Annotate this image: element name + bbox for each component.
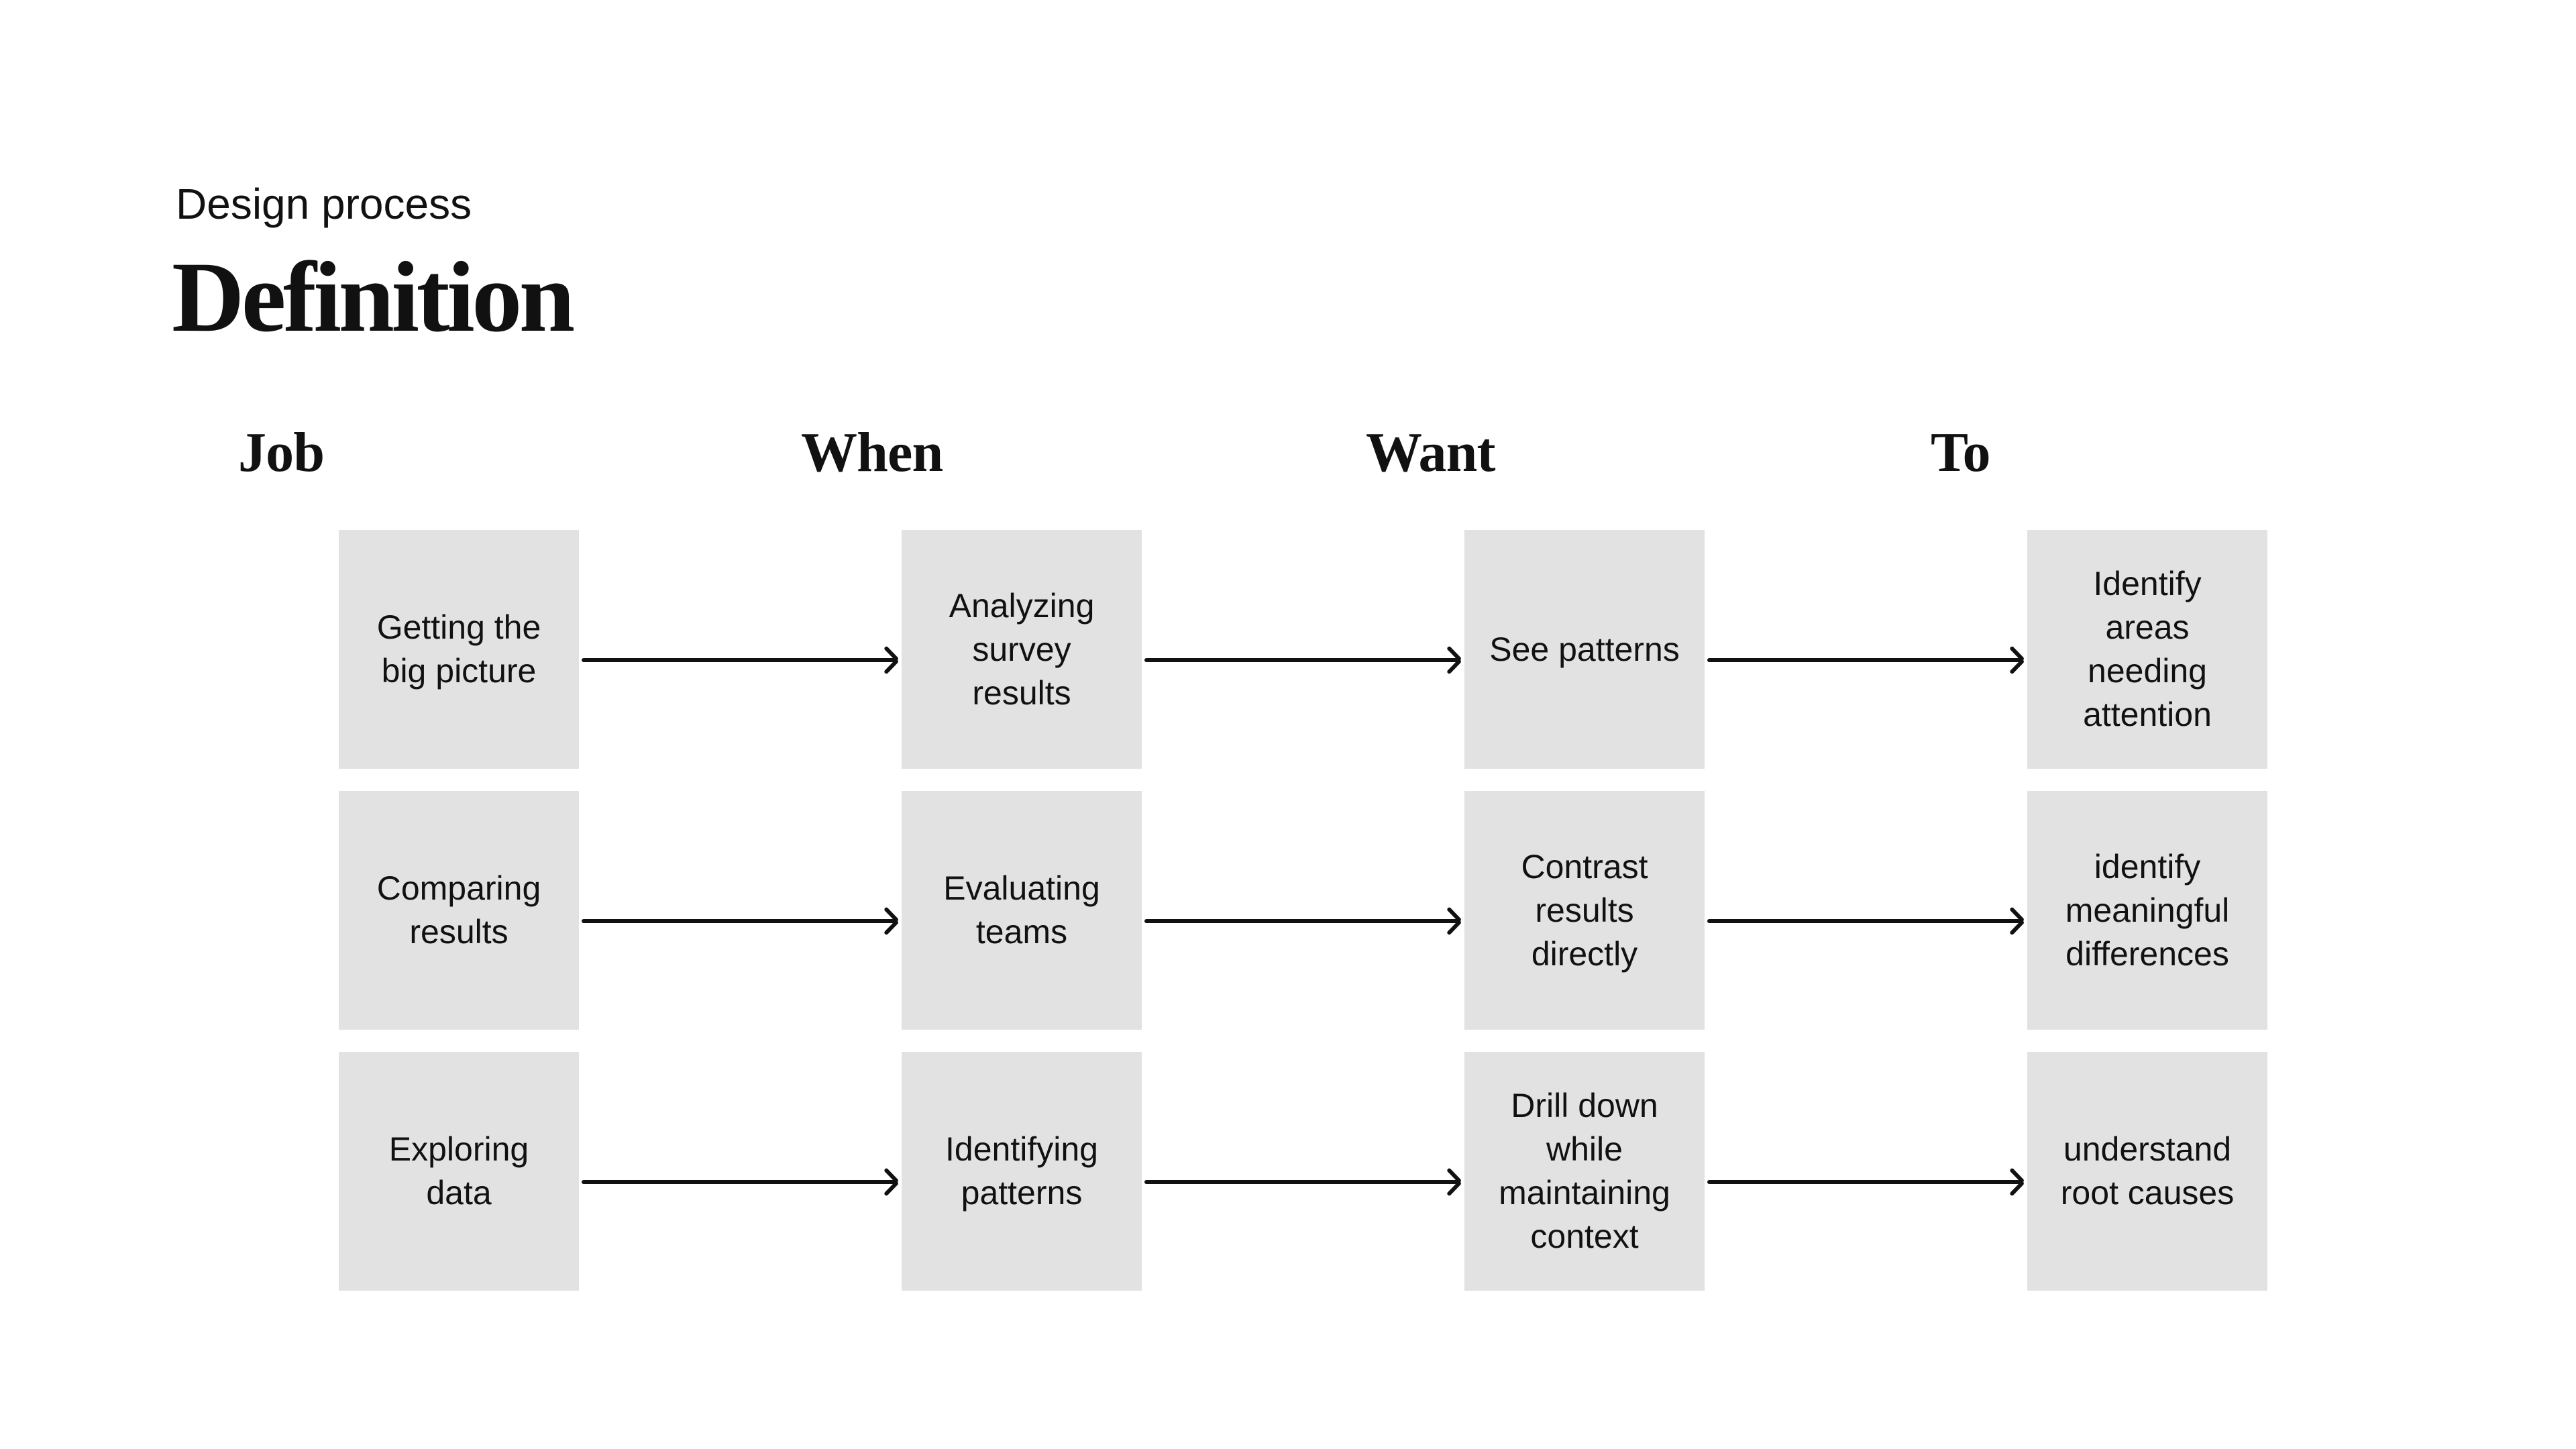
column-header-when: When [801, 421, 943, 484]
arrow-right-icon [579, 791, 902, 1030]
arrow-shaft [582, 919, 895, 923]
column-header-to: To [1931, 421, 1990, 484]
arrow-shaft [582, 1180, 895, 1184]
job-row-2: Comparing results Evaluating teams Contr… [339, 791, 2267, 1030]
column-header-job: Job [238, 421, 325, 484]
arrow-right-icon [1705, 1052, 2027, 1291]
to-box-row3: understand root causes [2027, 1052, 2267, 1291]
arrow-right-icon [1705, 791, 2027, 1030]
column-header-want: Want [1366, 421, 1496, 484]
to-box-row2: identify meaningful differences [2027, 791, 2267, 1030]
arrow-right-icon [1142, 530, 1464, 769]
page-title: Definition [172, 241, 575, 353]
arrow-right-icon [1705, 530, 2027, 769]
jobs-grid: Getting the big picture Analyzing survey… [339, 530, 2267, 1291]
arrow-shaft [1707, 658, 2021, 662]
job-row-3: Exploring data Identifying patterns Dril… [339, 1052, 2267, 1291]
to-box-row1: Identify areas needing attention [2027, 530, 2267, 769]
arrow-shaft [1144, 919, 1458, 923]
job-box-row1: Getting the big picture [339, 530, 579, 769]
arrow-shaft [582, 658, 895, 662]
arrow-shaft [1144, 1180, 1458, 1184]
when-box-row1: Analyzing survey results [902, 530, 1142, 769]
want-box-row3: Drill down while maintaining context [1464, 1052, 1705, 1291]
arrow-right-icon [579, 530, 902, 769]
arrow-shaft [1707, 1180, 2021, 1184]
job-row-1: Getting the big picture Analyzing survey… [339, 530, 2267, 769]
arrow-shaft [1144, 658, 1458, 662]
arrow-shaft [1707, 919, 2021, 923]
arrow-right-icon [1142, 1052, 1464, 1291]
job-box-row2: Comparing results [339, 791, 579, 1030]
want-box-row1: See patterns [1464, 530, 1705, 769]
eyebrow-label: Design process [176, 180, 472, 228]
when-box-row3: Identifying patterns [902, 1052, 1142, 1291]
want-box-row2: Contrast results directly [1464, 791, 1705, 1030]
when-box-row2: Evaluating teams [902, 791, 1142, 1030]
arrow-right-icon [579, 1052, 902, 1291]
job-box-row3: Exploring data [339, 1052, 579, 1291]
arrow-right-icon [1142, 791, 1464, 1030]
